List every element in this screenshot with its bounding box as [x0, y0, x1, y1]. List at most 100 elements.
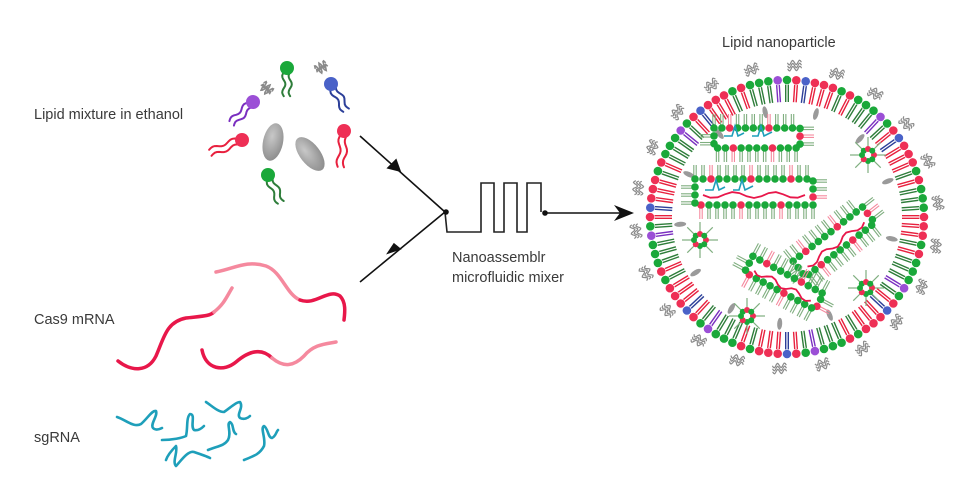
lipid-head: [710, 139, 718, 148]
lipid-head: [691, 183, 699, 191]
lipid-head: [809, 177, 817, 185]
lipid-head: [650, 249, 660, 259]
shell-lipid: [791, 331, 802, 359]
peg-wave: [935, 238, 942, 254]
shell-lipid: [645, 221, 687, 232]
lipid-head: [861, 100, 871, 110]
lipid-head: [650, 175, 660, 185]
lipid-head: [811, 265, 819, 274]
peg-chain-outer: [743, 62, 760, 77]
small-micelle: [848, 270, 884, 306]
lipid-head: [914, 249, 924, 259]
cholesterol: [295, 137, 325, 171]
lipid-head: [852, 208, 861, 216]
lipid-head: [660, 275, 671, 285]
lipid-head: [688, 312, 699, 322]
cholesterol: [882, 178, 894, 185]
lipid-head: [665, 140, 675, 151]
shell-lipid: [800, 330, 811, 358]
lipid-head: [695, 105, 706, 116]
lipid-head: [790, 274, 799, 283]
peg-wave: [829, 70, 845, 78]
lipid-head: [776, 267, 785, 275]
lipid-head: [911, 166, 921, 176]
lipid-purple: [228, 80, 275, 127]
peg-chain-outer: [920, 152, 936, 169]
lipid-head: [907, 157, 918, 168]
shell-lipid: [772, 317, 783, 359]
peg-wave: [870, 87, 884, 95]
peg-wave: [638, 267, 649, 282]
lipid-head: [830, 251, 838, 259]
peg-chain-outer: [659, 303, 676, 318]
lipid-head: [845, 90, 855, 101]
lipid-head: [777, 201, 785, 209]
lipid-blue: [313, 59, 350, 113]
lipid-head: [868, 318, 879, 329]
shell-lipid: [736, 83, 751, 110]
peg-wave: [816, 362, 831, 372]
lipid-head: [701, 232, 708, 239]
cas9-mrna-group: [116, 262, 347, 371]
lipid-head: [788, 124, 797, 132]
shell-lipid: [727, 86, 744, 113]
peg-wave: [854, 340, 867, 352]
lipid-head: [763, 76, 774, 87]
cholesterol: [715, 129, 724, 139]
lipid-head: [771, 175, 779, 183]
peg-wave: [705, 80, 718, 92]
arrow-rna-inflow: [359, 211, 446, 283]
shell-lipid: [703, 309, 723, 334]
shell-lipid: [845, 314, 864, 339]
shell-lipid: [682, 294, 705, 316]
shell-lipid: [710, 95, 729, 120]
shell-lipid: [899, 184, 926, 196]
lipid-head: [727, 86, 738, 97]
lipid-head: [699, 175, 707, 183]
shell-lipid: [858, 105, 879, 130]
peg-wave: [858, 345, 871, 357]
lipid-tail: [329, 88, 345, 113]
shell-lipid: [675, 125, 700, 146]
lipid-head: [721, 144, 730, 152]
lipid-head: [780, 124, 789, 132]
lipid-head: [682, 118, 692, 129]
lipid-head: [782, 75, 792, 85]
lipid-head: [793, 296, 802, 305]
lipid-head: [818, 289, 826, 297]
peg-wave: [900, 118, 913, 129]
lipid-head: [787, 293, 795, 301]
peg-wave: [659, 307, 672, 318]
lipid-head: [691, 175, 699, 183]
cholesterol: [855, 134, 865, 144]
peg-wave: [629, 224, 637, 239]
lipid-head: [827, 227, 835, 236]
lipid-head: [784, 144, 792, 152]
peg-wave: [771, 362, 787, 369]
lipid-head: [882, 305, 892, 316]
lipid-head: [776, 144, 785, 152]
peg-wave: [772, 365, 787, 372]
shell-lipid: [645, 202, 673, 213]
lipid-head: [705, 201, 713, 209]
lipid-head: [795, 175, 803, 183]
shell-lipid: [900, 193, 928, 204]
lipid-head: [760, 144, 769, 152]
lipid-head: [779, 175, 787, 183]
lipid-head: [753, 201, 761, 209]
lipid-head: [868, 215, 877, 224]
lipid-tail: [232, 106, 254, 127]
shell-lipid: [882, 166, 921, 185]
lipid-tail: [287, 71, 293, 98]
lipid-tail: [210, 143, 241, 157]
lipid-head: [691, 191, 699, 199]
lipid-head: [858, 203, 867, 211]
lipid-head: [703, 323, 713, 334]
peg-wave: [729, 356, 745, 364]
shell-lipid: [682, 118, 705, 140]
peg-wave: [743, 62, 758, 72]
lipid-head: [753, 144, 761, 152]
shell-lipid: [650, 246, 677, 259]
lipid-head: [899, 140, 909, 151]
